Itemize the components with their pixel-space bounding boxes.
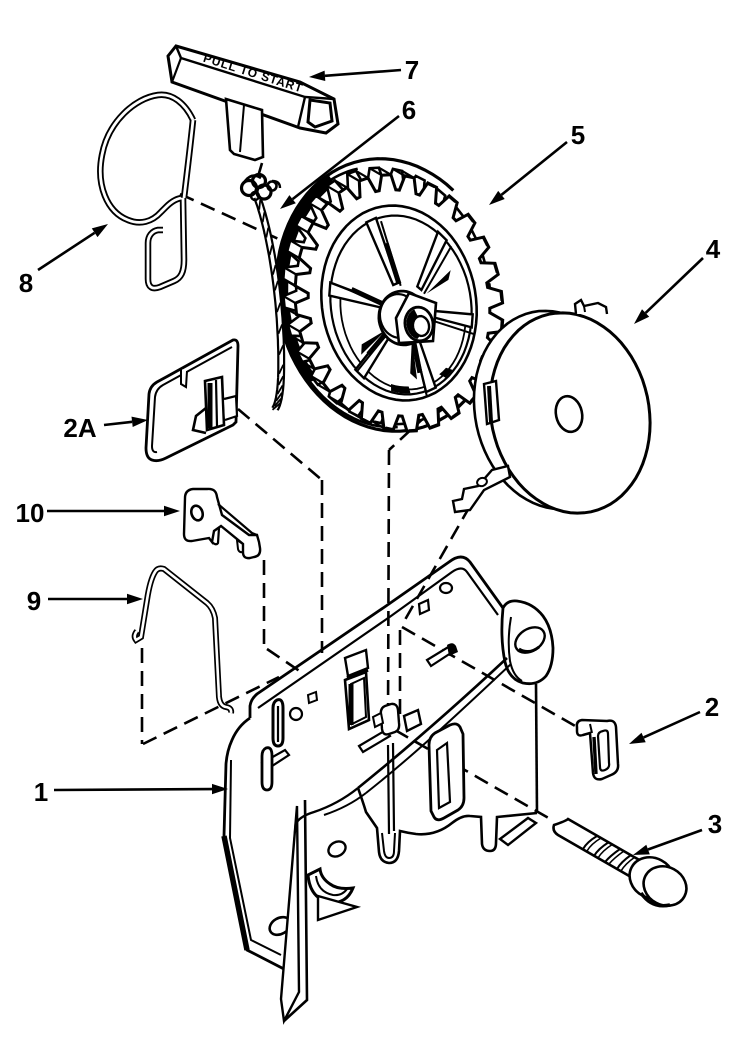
- svg-text:2A: 2A: [63, 413, 96, 443]
- svg-text:8: 8: [19, 268, 33, 298]
- svg-text:6: 6: [402, 95, 416, 125]
- svg-text:4: 4: [706, 234, 721, 264]
- svg-text:5: 5: [571, 120, 585, 150]
- svg-text:9: 9: [27, 586, 41, 616]
- svg-text:1: 1: [34, 777, 48, 807]
- svg-text:10: 10: [16, 498, 45, 528]
- svg-text:7: 7: [405, 55, 419, 85]
- svg-text:2: 2: [705, 692, 719, 722]
- svg-text:3: 3: [708, 809, 722, 839]
